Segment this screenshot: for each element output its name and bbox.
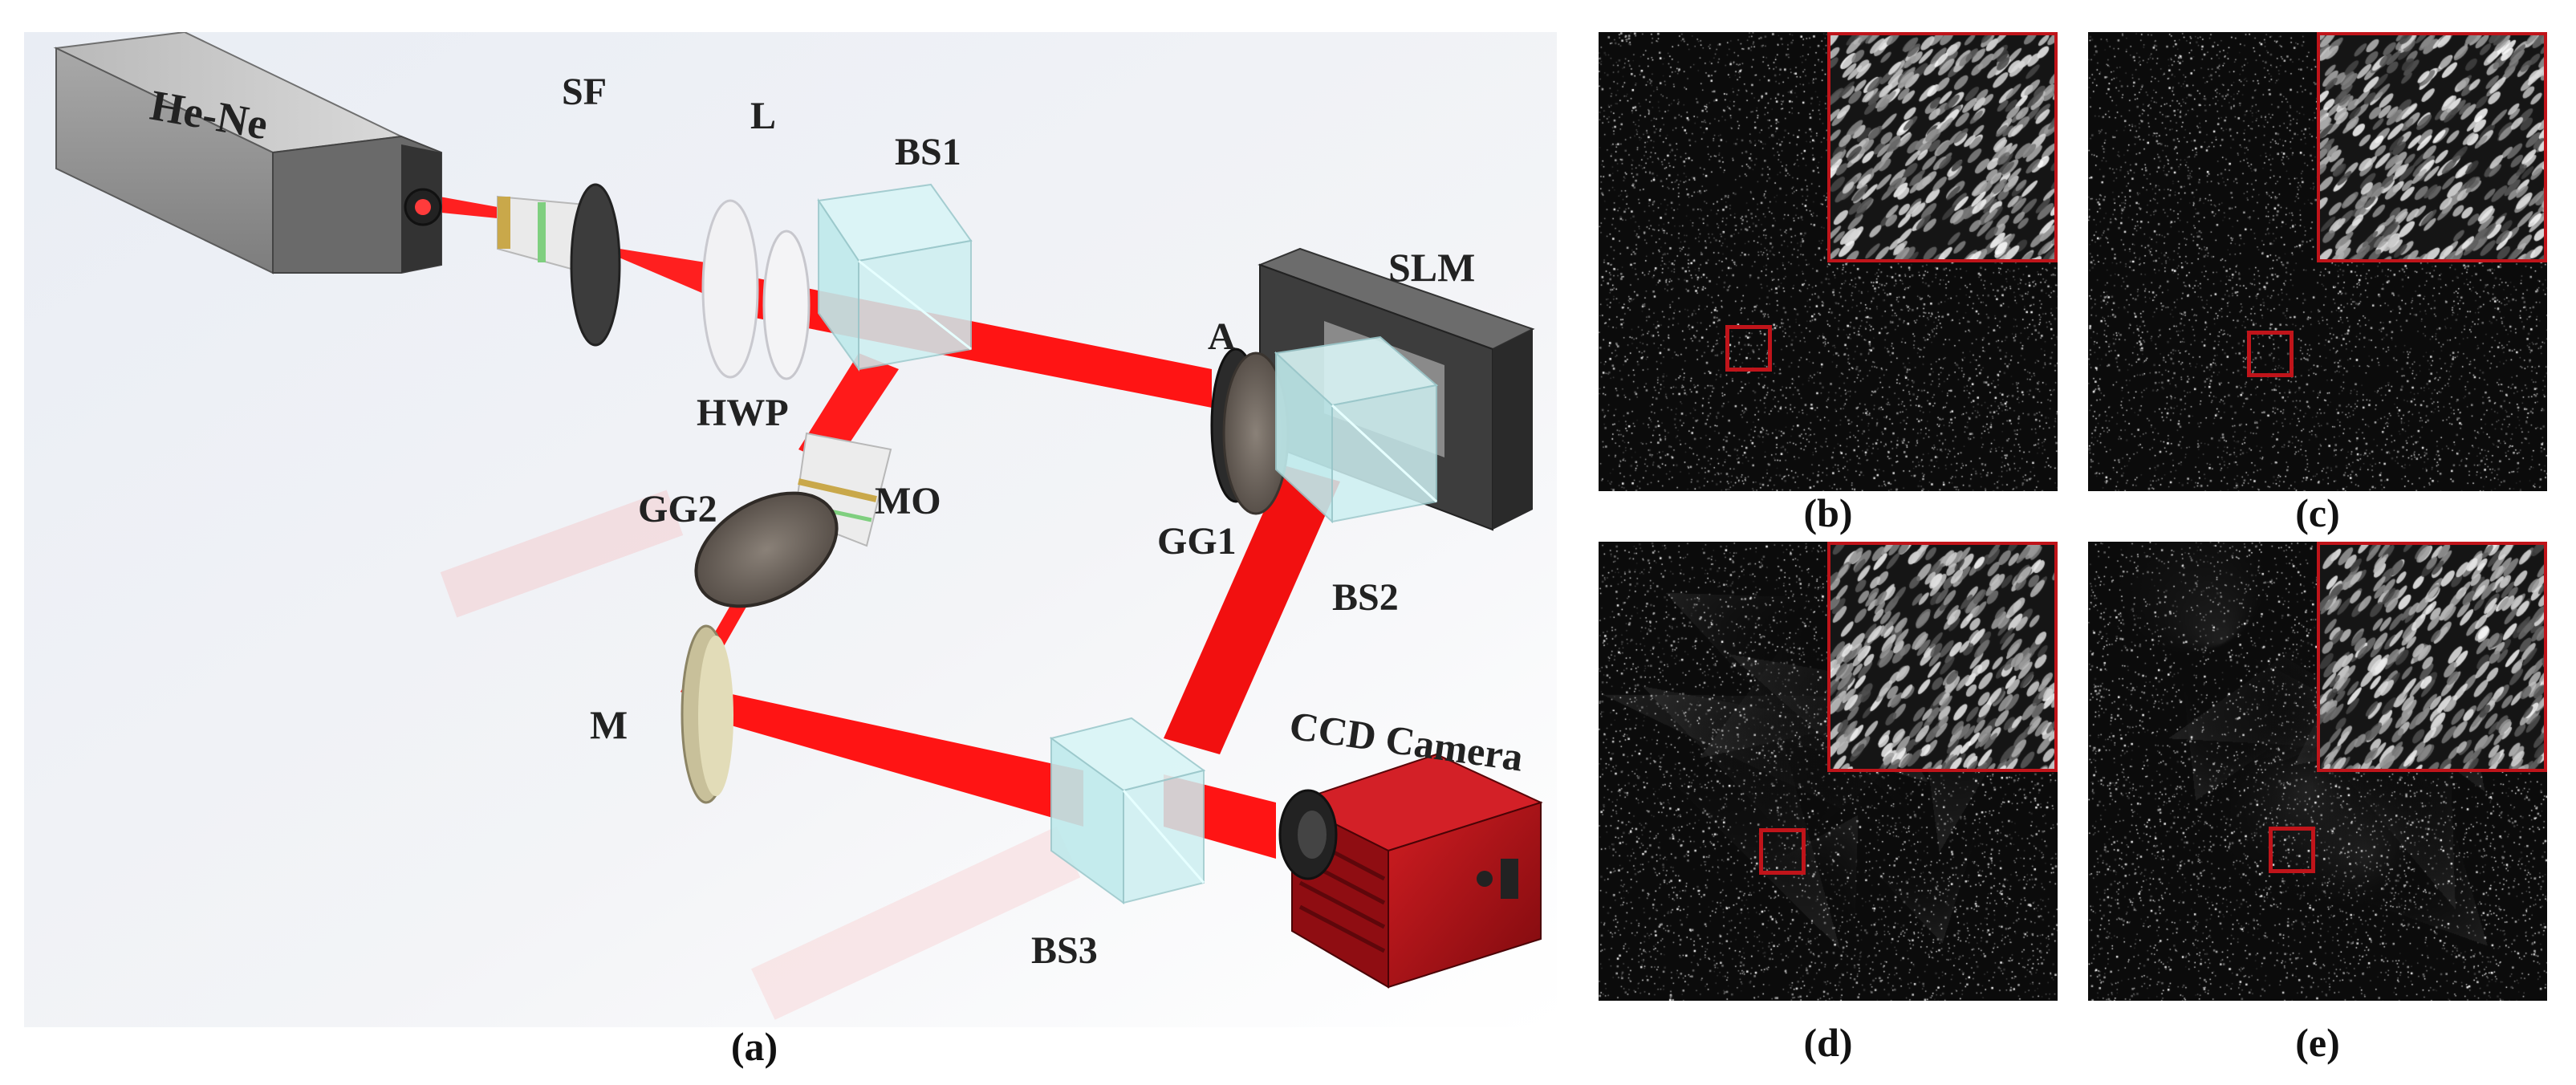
roi-box-b <box>1725 325 1772 372</box>
speckle-panel-c <box>2088 32 2547 491</box>
zoom-inset-image-b <box>1830 35 2054 259</box>
setup-panel: He-Ne SF L HWP BS1 <box>24 30 1557 1027</box>
label-beam-splitter-1: BS1 <box>895 131 961 173</box>
spatial-filter: SF <box>497 71 621 347</box>
roi-box-d <box>1759 828 1806 875</box>
label-ground-glass-2: GG2 <box>638 488 717 530</box>
label-microscope-objective: MO <box>875 480 941 522</box>
zoom-inset-image-d <box>1830 545 2054 769</box>
laser-beams <box>417 193 1383 859</box>
setup-diagram: He-Ne SF L HWP BS1 <box>24 30 1557 1027</box>
label-half-wave-plate: HWP <box>697 392 789 434</box>
caption-d: (d) <box>1803 1020 1853 1065</box>
label-lens: L <box>750 95 776 137</box>
beam-splitter-1: BS1 <box>817 131 973 372</box>
label-ground-glass-1: GG1 <box>1157 520 1237 563</box>
caption-b: (b) <box>1803 490 1853 535</box>
beam-splitter-2: BS2 <box>1274 335 1439 619</box>
zoom-inset-image-e <box>2320 545 2544 769</box>
label-slm: SLM <box>1388 245 1475 290</box>
roi-box-c <box>2247 331 2294 377</box>
zoom-inset-e <box>2317 542 2547 772</box>
caption-c: (c) <box>2295 490 2340 535</box>
zoom-inset-d <box>1827 542 2058 772</box>
caption-e: (e) <box>2295 1020 2340 1065</box>
label-beam-splitter-2: BS2 <box>1332 576 1399 619</box>
mirror: M <box>590 624 733 804</box>
objective-and-ground-glass-2: MO GG2 <box>638 432 941 608</box>
caption-a: (a) <box>730 1024 778 1069</box>
label-beam-splitter-3: BS3 <box>1031 929 1098 972</box>
beam-splitter-3: BS3 <box>1031 717 1206 972</box>
zoom-inset-c <box>2317 32 2547 262</box>
roi-box-e <box>2269 827 2315 873</box>
lens-and-waveplate: L HWP <box>697 95 811 434</box>
speckle-panel-b <box>1599 32 2058 491</box>
zoom-inset-b <box>1827 32 2058 262</box>
aperture-and-ground-glass-1: A GG1 <box>1157 315 1290 563</box>
label-aperture: A <box>1208 315 1236 358</box>
speckle-panel-d <box>1599 542 2058 1001</box>
ccd-camera: CCD Camera <box>1278 702 1543 989</box>
zoom-inset-image-c <box>2320 35 2544 259</box>
label-spatial-filter: SF <box>562 71 607 113</box>
speckle-panel-e <box>2088 542 2547 1001</box>
label-mirror: M <box>590 702 628 747</box>
laser-source: He-Ne <box>53 30 442 274</box>
